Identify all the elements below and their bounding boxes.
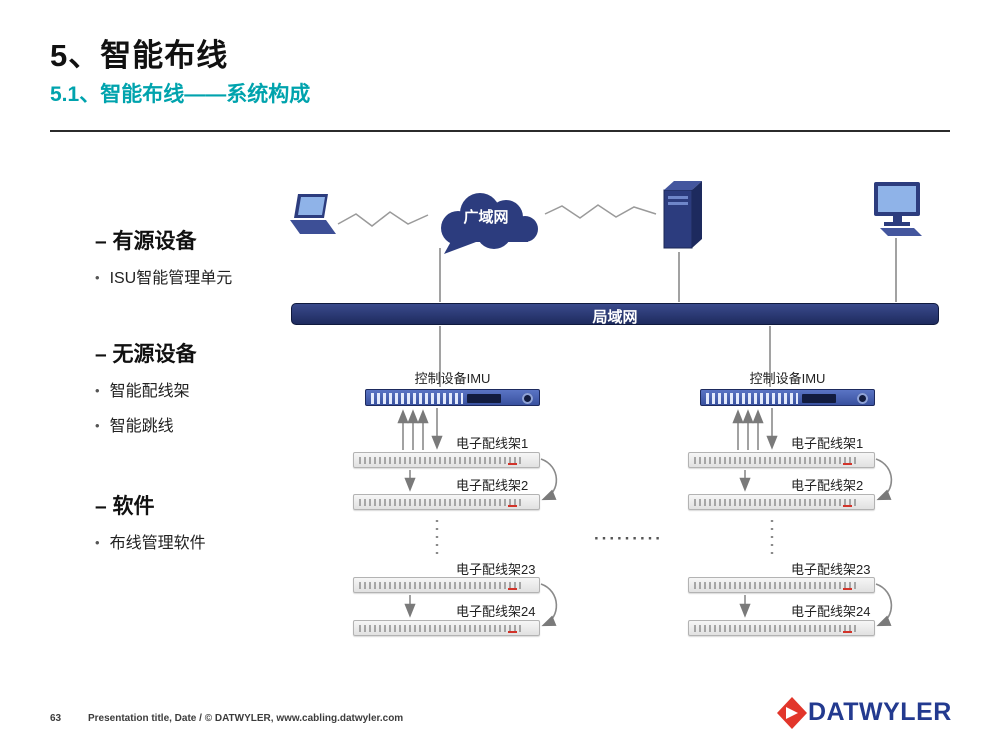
panel-ports <box>359 625 523 632</box>
wan-cloud <box>441 193 538 254</box>
bullet-text: 布线管理软件 <box>109 535 206 552</box>
section-heading: – 软件 <box>95 495 155 518</box>
zigzag-laptop-cloud <box>337 211 429 227</box>
panel-label: 电子配线架1 <box>456 436 529 451</box>
section-heading: – 无源设备 <box>95 343 197 366</box>
laptop-icon <box>290 194 336 234</box>
imu-switch <box>365 389 540 406</box>
panel-label: 电子配线架2 <box>791 478 864 493</box>
panel-label: 电子配线架23 <box>456 562 536 577</box>
footer-text: Presentation title, Date / © DATWYLER, w… <box>88 713 404 724</box>
panel-label: 电子配线架24 <box>456 604 536 619</box>
switch-ports <box>371 393 463 404</box>
panel-label: 电子配线架24 <box>791 604 871 619</box>
group-ellipsis: ········· <box>594 529 663 548</box>
panel-indicator <box>843 588 852 590</box>
bullet-section-software: – 软件 • 布线管理软件 <box>95 490 325 555</box>
bullet-section-passive: – 无源设备 • 智能配线架 • 智能跳线 <box>95 338 325 438</box>
panel-indicator <box>843 631 852 633</box>
panel-label: 电子配线架1 <box>791 436 864 451</box>
bullet-item: • 布线管理软件 <box>95 532 325 555</box>
switch-knob <box>857 393 868 404</box>
server-icon <box>663 181 702 249</box>
panel-ports <box>694 499 858 506</box>
datwyler-logo-icon <box>777 697 807 729</box>
patch-panel <box>688 620 875 636</box>
bullet-text: 智能配线架 <box>109 383 190 400</box>
panel-indicator <box>843 505 852 507</box>
switch-screen <box>467 394 501 403</box>
bullet-item: • ISU智能管理单元 <box>95 267 325 290</box>
bullet-dot: • <box>95 418 100 433</box>
switch-ports <box>706 393 798 404</box>
title-divider <box>50 130 950 132</box>
bullet-dot: • <box>95 270 100 285</box>
panel-ports <box>359 457 523 464</box>
wan-label: 广域网 <box>463 209 509 226</box>
lan-label: 局域网 <box>592 309 638 326</box>
patch-panel <box>353 452 540 468</box>
bullet-item: • 智能配线架 <box>95 380 325 403</box>
bullet-text: ISU智能管理单元 <box>109 270 233 287</box>
imu-label: 控制设备IMU <box>749 371 826 386</box>
patch-panel <box>353 620 540 636</box>
panel-ports <box>359 582 523 589</box>
patch-panel <box>353 577 540 593</box>
section-heading: – 有源设备 <box>95 230 197 253</box>
bullet-dot: • <box>95 383 100 398</box>
panel-indicator <box>508 631 517 633</box>
logo-wordmark: DATWYLER <box>808 698 952 726</box>
patch-panel <box>688 577 875 593</box>
footer-page-number: 63 <box>50 713 62 724</box>
panel-ports <box>694 582 858 589</box>
panel-label: 电子配线架2 <box>456 478 529 493</box>
panel-label: 电子配线架23 <box>791 562 871 577</box>
panel-indicator <box>508 505 517 507</box>
page-subtitle: 5.1、智能布线——系统构成 <box>50 83 311 106</box>
patch-panel <box>688 452 875 468</box>
bullet-section-active: – 有源设备 • ISU智能管理单元 <box>95 225 325 290</box>
imu-switch <box>700 389 875 406</box>
bullet-text: 智能跳线 <box>109 418 174 435</box>
zigzag-cloud-server <box>544 204 657 219</box>
panel-ports <box>694 625 858 632</box>
switch-knob <box>522 393 533 404</box>
switch-screen <box>802 394 836 403</box>
page-title: 5、智能布线 <box>50 38 229 73</box>
desktop-icon <box>874 182 922 236</box>
imu-label: 控制设备IMU <box>414 371 491 386</box>
bullet-item: • 智能跳线 <box>95 415 325 438</box>
panel-indicator <box>843 463 852 465</box>
panel-ports <box>694 457 858 464</box>
panel-ports <box>359 499 523 506</box>
bullet-dot: • <box>95 535 100 550</box>
patch-panel <box>353 494 540 510</box>
panel-indicator <box>508 588 517 590</box>
patch-panel <box>688 494 875 510</box>
panel-indicator <box>508 463 517 465</box>
lan-bar <box>291 303 939 325</box>
